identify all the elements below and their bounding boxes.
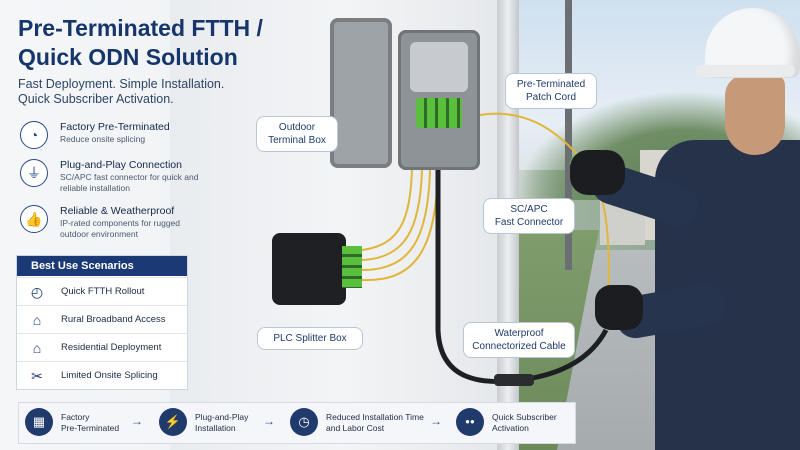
thumbs-up-icon: 👍 <box>20 205 48 233</box>
scenario-row: ⌂ Rural Broadband Access <box>17 305 187 333</box>
arrow-icon: → <box>263 414 275 428</box>
feature-description: Reduce onsite splicing <box>60 134 146 144</box>
scenario-row: ◴ Quick FTTH Rollout <box>17 277 187 305</box>
stopwatch-icon: ◷ <box>290 408 318 436</box>
terminal-box-door <box>330 18 392 168</box>
feature-title: Plug-and-Play Connection <box>60 159 182 171</box>
scenario-label: Quick FTTH Rollout <box>61 286 145 297</box>
title-line: Quick ODN Solution <box>18 44 238 70</box>
feature-title: Reliable & Weatherproof <box>60 205 175 217</box>
step-line: Quick Subscriber <box>492 412 557 422</box>
plug-icon: ⏚ <box>20 159 48 187</box>
step-line: Pre-Terminated <box>61 423 120 433</box>
house-icon: ⌂ <box>32 340 42 356</box>
subtitle-line: Quick Subscriber Activation. <box>18 92 174 106</box>
callout-splitter-box: PLC Splitter Box <box>257 327 363 350</box>
callout-line: Patch Cord <box>525 92 577 103</box>
tools-icon: ✂ <box>31 368 43 384</box>
callout-line: Pre-Terminated <box>516 79 586 90</box>
glove-lower <box>595 285 643 330</box>
callout-line: Waterproof <box>494 328 544 339</box>
callout-line: Outdoor <box>278 122 316 133</box>
scenario-row: ⌂ Residential Deployment <box>17 333 187 361</box>
callout-line: Connectorized Cable <box>472 341 566 352</box>
yellow-drop-cable-2 <box>361 169 423 261</box>
feature-description: IP-rated components for rugged outdoor e… <box>60 218 181 239</box>
waterproof-connector <box>494 374 534 386</box>
utility-pole <box>565 0 572 270</box>
callout-fast-connector: SC/APC Fast Connector <box>483 198 575 234</box>
glove-upper <box>570 150 625 195</box>
step-line: Factory <box>61 412 90 422</box>
scenario-label: Rural Broadband Access <box>61 314 166 325</box>
hard-hat-brim <box>695 65 795 77</box>
callout-line: PLC Splitter Box <box>273 333 347 344</box>
callout-patch-cord: Pre-Terminated Patch Cord <box>505 73 597 109</box>
callout-outdoor-terminal-box: Outdoor Terminal Box <box>256 116 338 152</box>
yellow-drop-cable-3 <box>361 169 431 271</box>
step-line: Installation <box>195 423 236 433</box>
scenario-label: Residential Deployment <box>61 342 162 353</box>
step-text: Reduced Installation Time and Labor Cost <box>326 412 431 434</box>
use-scenarios-panel: Best Use Scenarios ◴ Quick FTTH Rollout … <box>16 255 188 390</box>
scenario-row: ✂ Limited Onsite Splicing <box>17 361 187 389</box>
gauge-icon: ◔ <box>20 121 48 149</box>
plug-icon: ⚡ <box>159 408 187 436</box>
step-activation: ●● Quick Subscriber Activation <box>456 408 571 438</box>
arrow-icon: → <box>131 414 143 428</box>
splice-tray <box>410 42 468 92</box>
step-factory: ▦ Factory Pre-Terminated <box>25 408 125 438</box>
terminal-box-adapters <box>416 98 462 128</box>
step-plug-and-play: ⚡ Plug-and-Play Installation <box>159 408 259 438</box>
speedometer-icon: ◴ <box>30 284 44 300</box>
callout-waterproof-cable: Waterproof Connectorized Cable <box>463 322 575 358</box>
step-text: Factory Pre-Terminated <box>61 412 161 434</box>
callout-line: SC/APC <box>510 204 548 215</box>
splitter-adapters <box>342 246 362 288</box>
technician <box>560 0 800 450</box>
plc-splitter-box <box>272 233 346 305</box>
scenarios-heading: Best Use Scenarios <box>17 256 187 276</box>
step-reduced-time: ◷ Reduced Installation Time and Labor Co… <box>290 408 430 438</box>
scenario-label: Limited Onsite Splicing <box>61 370 158 381</box>
yellow-drop-cable-4 <box>361 169 439 282</box>
arrow-icon: → <box>430 414 442 428</box>
feature-title: Factory Pre-Terminated <box>60 121 170 133</box>
users-icon: ●● <box>456 408 484 436</box>
step-line: Plug-and-Play <box>195 412 249 422</box>
step-line: and Labor Cost <box>326 423 385 433</box>
step-line: Reduced Installation Time <box>326 412 424 422</box>
callout-line: Fast Connector <box>494 217 564 228</box>
page-title: Pre-Terminated FTTH / Quick ODN Solution <box>18 14 308 72</box>
step-text: Plug-and-Play Installation <box>195 412 295 434</box>
rural-houses-icon: ⌂ <box>32 312 42 328</box>
step-line: Activation <box>492 423 529 433</box>
factory-icon: ▦ <box>25 408 53 436</box>
subtitle-line: Fast Deployment. Simple Installation. <box>18 77 225 91</box>
yellow-drop-cable-1 <box>361 169 413 251</box>
feature-description: SC/APC fast connector for quick and reli… <box>60 172 199 193</box>
process-strip: ▦ Factory Pre-Terminated → ⚡ Plug-and-Pl… <box>18 402 576 444</box>
technician-face <box>725 75 785 155</box>
title-line: Pre-Terminated FTTH / <box>18 15 263 41</box>
step-text: Quick Subscriber Activation <box>492 412 572 434</box>
callout-line: Terminal Box <box>268 135 326 146</box>
page-subtitle: Fast Deployment. Simple Installation. Qu… <box>18 77 268 107</box>
